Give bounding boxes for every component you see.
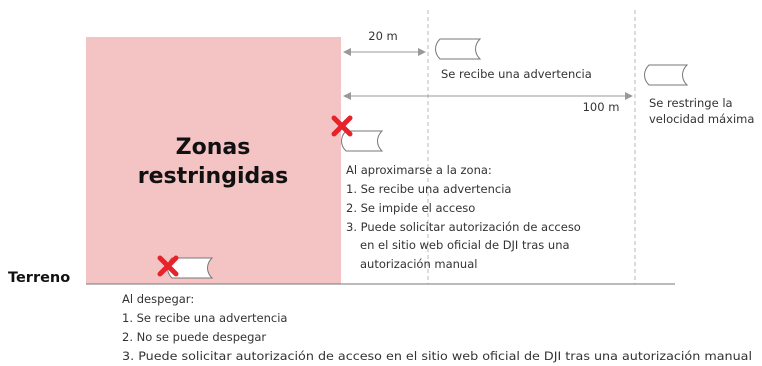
approach-heading: Al aproximarse a la zona:: [346, 163, 492, 177]
distance-100m-label: 100 m: [583, 100, 620, 114]
drone-marker-icon: [644, 64, 689, 86]
red-x-icon: [331, 115, 353, 137]
approach-item: 3. Puede solicitar autorización de acces…: [346, 220, 581, 234]
takeoff-item: 3. Puede solicitar autorización de acces…: [122, 349, 752, 363]
zone-title-line2: restringidas: [138, 164, 288, 189]
approach-item: en el sitio web oficial de DJI tras una: [360, 238, 570, 252]
speed-limit-label-line2: velocidad máxima: [649, 112, 754, 126]
drone-marker-icon: [341, 130, 384, 152]
ground-label: Terreno: [8, 270, 70, 286]
takeoff-item: 1. Se recibe una advertencia: [122, 311, 287, 325]
approach-item: 2. Se impide el acceso: [346, 201, 475, 215]
red-x-icon: [157, 255, 179, 277]
warning-label: Se recibe una advertencia: [441, 67, 592, 81]
approach-item: 1. Se recibe una advertencia: [346, 182, 511, 196]
approach-item: autorización manual: [360, 257, 477, 271]
takeoff-heading: Al despegar:: [122, 292, 194, 306]
distance-20m-label: 20 m: [368, 29, 398, 43]
drone-marker-icon: [435, 38, 482, 60]
takeoff-item: 2. No se puede despegar: [122, 330, 266, 344]
zone-title-line1: Zonas: [176, 135, 251, 160]
speed-limit-label-line1: Se restringe la: [649, 96, 733, 110]
restricted-zone-area: [86, 37, 341, 284]
